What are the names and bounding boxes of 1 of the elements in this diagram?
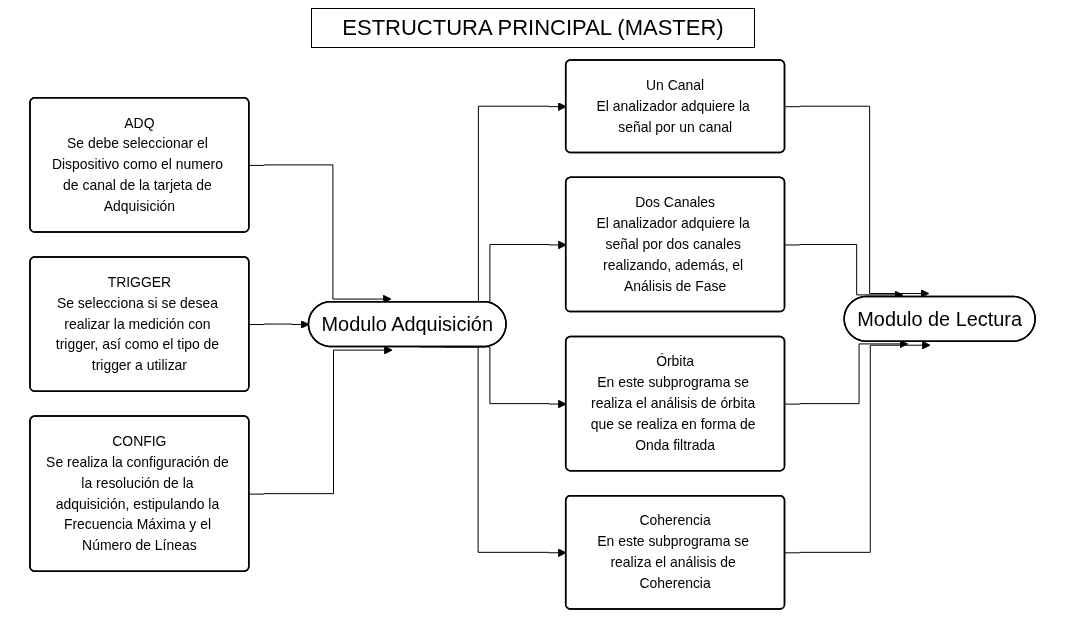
title: ESTRUCTURA PRINCIPAL (MASTER) bbox=[311, 8, 755, 48]
